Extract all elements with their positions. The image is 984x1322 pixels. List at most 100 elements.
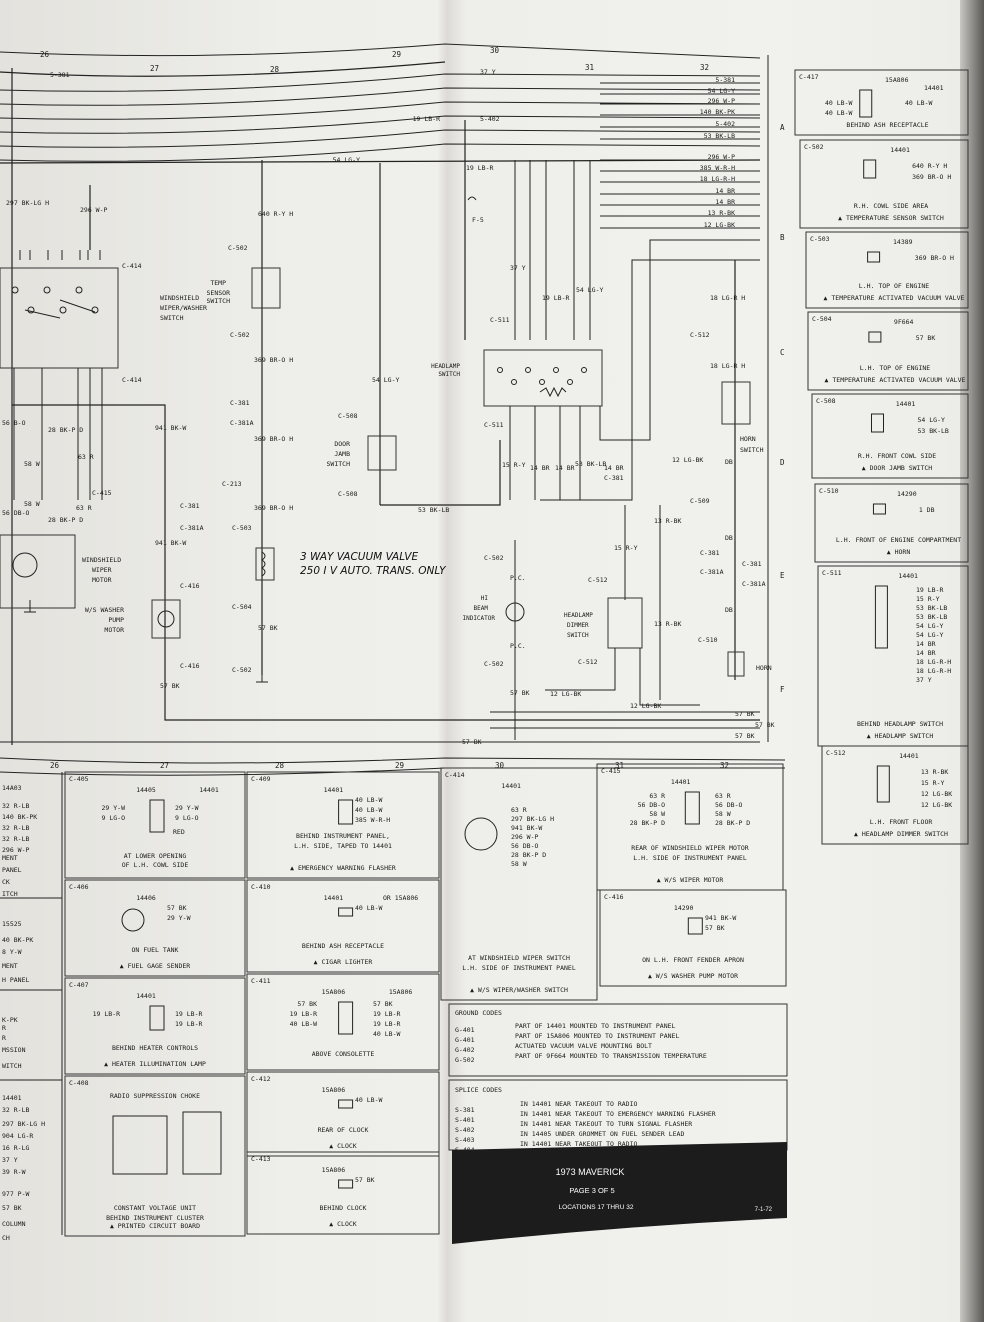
wire-label: 57 BK [373, 1000, 393, 1008]
connector-label: C-503 [232, 524, 252, 532]
component-label: HI [481, 595, 489, 602]
wire-label: 19 LB-R [542, 294, 569, 302]
wire-label: 56 DB-O [511, 842, 538, 850]
splice-code-text: IN 14401 NEAR TAKEOUT TO EMERGENCY WARNI… [520, 1110, 716, 1118]
panel-part: 14401 [890, 146, 910, 154]
connector-icon [684, 791, 700, 825]
column-number: 31 [585, 63, 594, 72]
bus-wire [0, 87, 761, 106]
wire-label: 54 LG-Y [372, 376, 399, 384]
bus-wire-label: 140 BK-PK [700, 108, 735, 116]
wire-label: 12 LG-BK [921, 801, 952, 809]
panel-location: L.H. SIDE OF INSTRUMENT PANEL [633, 854, 747, 862]
splice-code: S-402 [455, 1126, 475, 1134]
switch-contact [539, 379, 545, 385]
connector-label: C-416 [180, 662, 200, 670]
connector-label: C-414 [122, 262, 142, 270]
component-label: WIPER [92, 566, 112, 574]
panel-note: ▲ DOOR JAMB SWITCH [862, 464, 933, 472]
switch-contact [59, 306, 67, 314]
panel-id: C-408 [69, 1079, 89, 1087]
panel-part: 15A806 [322, 1166, 346, 1174]
panel-note: ▲ CLOCK [329, 1142, 356, 1150]
wiper-motor-box [0, 534, 76, 609]
panel-frame [64, 977, 246, 1075]
connector-icon [872, 503, 886, 515]
wire-label: 57 BK [755, 721, 775, 729]
bus-wire-label: 5-402 [715, 120, 735, 128]
bus-label: 54 LG-Y [333, 156, 360, 164]
splice-codes-title: SPLICE CODES [455, 1086, 502, 1094]
panel-text: CK [2, 878, 10, 886]
connector-icon [863, 159, 877, 179]
column-number: 32 [720, 761, 729, 770]
horn-switch-box [721, 381, 751, 425]
switch-contact [497, 367, 503, 373]
ground-codes-title: GROUND CODES [455, 1009, 502, 1017]
wire-label: 296 W-P [511, 833, 538, 841]
panel-frame [246, 879, 440, 973]
bottom-border [0, 767, 785, 776]
wire-label: 296 W-P [2, 846, 29, 854]
panel-text: 40 BK-PK [2, 936, 33, 944]
wire-label: 40 LB-W [825, 109, 852, 117]
component-label: DIMMER [567, 622, 589, 629]
wire-label: 32 R-LB [2, 835, 29, 843]
connector-label: C-381A [742, 580, 766, 588]
panel-part: 14401 [199, 786, 219, 794]
top-border [0, 43, 761, 59]
panel-note: ▲ HEADLAMP SWITCH [867, 732, 934, 740]
wire-label: 12 LG-BK [630, 702, 661, 710]
wire-label: 56 DB-O [2, 509, 29, 517]
panel-note: ▲ W/S WIPER/WASHER SWITCH [470, 986, 568, 994]
grid-letter: B [780, 233, 785, 242]
wire [639, 648, 700, 706]
wire-label: 640 R-Y H [912, 162, 947, 170]
wire-label: 57 BK [510, 689, 530, 697]
panel-part: 14401 [924, 84, 944, 92]
panel-note: ▲ HORN [887, 548, 911, 556]
panel-part: 14401 [324, 894, 344, 902]
switch-contact [91, 306, 99, 314]
bus-wire [0, 143, 761, 162]
panel-text: CH [2, 1234, 10, 1242]
switch-lever [24, 299, 96, 319]
panel-location: BEHIND ASH RECEPTACLE [302, 942, 384, 950]
component-label: SWITCH [327, 460, 351, 468]
panel-id: C-413 [251, 1155, 271, 1163]
bus-wire-label: 385 W-R-H [700, 164, 735, 172]
connector-icon [687, 917, 703, 935]
wire-label: 19 LB-R [93, 1010, 120, 1018]
panel-text: H PANEL [2, 976, 29, 984]
connector-icon [121, 908, 145, 932]
column-number: 30 [495, 761, 505, 770]
column-number: 28 [270, 65, 280, 74]
column-number: 32 [700, 63, 709, 72]
wire-label: 19 LB-R [290, 1010, 317, 1018]
horn-box [727, 651, 745, 677]
panel-part: 9F664 [894, 318, 914, 326]
component-label: PUMP [108, 616, 124, 624]
wire-label: 54 LG-Y [916, 631, 943, 639]
wire-label: 40 LB-W [290, 1020, 317, 1028]
resistor-icon [539, 386, 567, 398]
splice-code-text: IN 14401 NEAR TAKEOUT TO RADIO [520, 1100, 637, 1108]
panel-text: 14401 [2, 1094, 22, 1102]
panel-location: ON FUEL TANK [132, 946, 179, 954]
wire-label: 63 R [649, 792, 665, 800]
component-label: DOOR [334, 440, 350, 448]
column-number: 27 [160, 761, 169, 770]
component-label: SWITCH [740, 446, 764, 454]
wire-label: 57 BK [735, 710, 755, 718]
panel-location: L.H. FRONT FLOOR [870, 818, 933, 826]
bus-wire-label: 296 W-P [708, 97, 735, 105]
connector-icon [868, 331, 882, 343]
bus-label: 37 Y [480, 68, 496, 76]
bus-wire-label: 53 BK-LB [704, 132, 735, 140]
vacuum-valve-box [255, 547, 275, 581]
grid-letter: E [780, 571, 785, 580]
